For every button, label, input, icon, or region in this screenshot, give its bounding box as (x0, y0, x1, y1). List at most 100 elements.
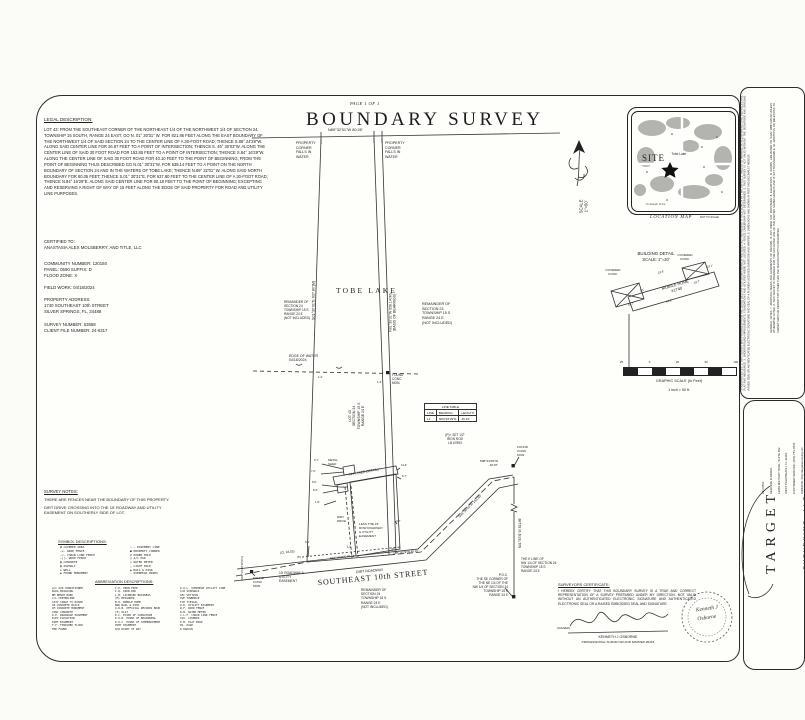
surveyor-signature (569, 611, 669, 627)
map-not-to-scale: NOT TO SCALE (700, 216, 719, 219)
dim-67b: 6.7' (402, 474, 407, 478)
abbreviations-heading: ABBREVIATION DESCRIPTIONS: (95, 580, 154, 584)
found-monument-water: FOUND CONC. MON. (392, 373, 404, 386)
dim-112: 11.2' (401, 463, 407, 467)
scale-tick: 25 (620, 360, 624, 364)
roadway-easement-note: 15' ROADWAY & UTILITY EASEMENT (279, 571, 304, 584)
remainder-note-right: REMAINDER OF SECTION 24 TOWNSHIP 15 S RA… (422, 302, 453, 325)
graphic-scale-ratio: 1 inch = 50 ft. (668, 388, 690, 392)
certified-to-name: ANASTASIA ALEX MOLSBERRY; AND TITLE, LLC (44, 245, 142, 250)
edge-of-water-note: EDGE OF WATER 04/18/2024 (289, 354, 318, 363)
logo-wordmark: TARGET (764, 489, 780, 575)
property-address-label: PROPERTY ADDRESS: (44, 297, 91, 302)
surveyor-certificate-heading: SURVEYORS CERTIFICATE: (558, 582, 610, 587)
survey-note-1: THERE ARE FENCES NEAR THE BOUNDARY OF TH… (44, 497, 170, 502)
surveyor-title: PROFESSIONAL SURVEYOR AND MAPPER #6415 (581, 640, 655, 644)
lot-label: LOT 43 SECTION 24 TOWNSHIP 15 S RANGE 24… (348, 402, 366, 430)
location-map-caption: LOCATION MAP (650, 214, 693, 219)
metal-shed-label: METAL SHED (328, 458, 338, 466)
less-easement-note: LESS THE 15' ROW ROADWAY & UTILITY EASEM… (359, 522, 384, 538)
standard-notes-rotated: STANDARD NOTES: 1. THIS SURVEY WAS PREPA… (740, 95, 751, 391)
scale-tick: 0 (648, 360, 651, 364)
dim-47: 4.7' (396, 519, 401, 523)
abbreviations-col1: A/C AIR CONDITIONER BLDG BUILDING BM BEN… (52, 586, 88, 631)
plat-mark-right: (P) (391, 547, 395, 551)
dim-66: 6.6' (312, 480, 317, 484)
client-file-number: CLIENT FILE NUMBER: 24-6317 (44, 328, 108, 333)
plat-mark-left: (P) (297, 555, 301, 559)
page-number-label: PAGE 1 OF 1 (350, 101, 380, 106)
dirt-drive-label: DIRT DRIVE (337, 515, 347, 523)
covered-conc-right-label: COVERED CONC. (677, 253, 693, 261)
page-title: BOUNDARY SURVEY (306, 109, 544, 130)
site-label: SITE (642, 153, 665, 163)
building-detail-heading: BUILDING DETAIL (637, 251, 675, 256)
notes-strip-border (740, 87, 805, 399)
legal-description-heading: LEGAL DESCRIPTION: (44, 117, 93, 122)
dim-18: 1.8' (315, 500, 320, 504)
general-notes-rotated: GENERAL NOTES: 7. ADJOINING DEEDS AND EA… (770, 103, 780, 333)
offset-dim: 1.2' (318, 375, 323, 379)
company-logo-rotated: TARGET SURVEYING, LLC (743, 476, 805, 588)
community-number: COMMUNITY NUMBER: 120160 (44, 261, 107, 266)
north-boundary-bearing: N89°32'01"W 80.05' (328, 127, 363, 132)
flood-zone: FLOOD ZONE: X (44, 273, 78, 278)
line-table-cell: N84°16'29"E (435, 415, 460, 422)
certified-to-label: CERTIFIED TO: (44, 239, 75, 244)
covered-conc-left-label: COVERED CONC. (605, 268, 621, 276)
graphic-scale-ticks: 25 0 25 50 100 (620, 360, 738, 364)
remainder-note-south: REMAINDER OF SECTION 24 TOWNSHIP 15 S RA… (361, 588, 388, 609)
abbreviations-col3: O.U.L. OVERHEAD UTILITY LINE S/W SIDEWAL… (180, 586, 226, 631)
graphic-scale-bar (623, 367, 737, 376)
symbol-legend-heading: SYMBOL DESCRIPTIONS: (58, 539, 107, 544)
scale-tick: 25 (675, 360, 679, 364)
symbol-legend-col2: – – EASEMENT LINE ● PROPERTY CORNER ⌀ PO… (130, 545, 160, 576)
east-quarter-line-note: THE E LINE OF NW 1/4 OF SECTION 24 TOWNS… (521, 557, 557, 574)
line-l1-tag: L1 (347, 545, 351, 549)
legal-description-body: LOT 43: FROM THE SOUTHEAST CORNER OF THE… (44, 127, 268, 196)
scale-tick: 100 (733, 360, 738, 364)
remainder-note-left: REMAINDER OF SECTION 24 TOWNSHIP 15 S RA… (284, 300, 310, 321)
scale-tick: 50 (704, 360, 708, 364)
line-table-cell: 40.10' (458, 415, 478, 422)
set-iron-rod-note: (P)= SET 1/2" IRON ROD LB #7893 (445, 433, 465, 446)
building-detail-scale: SCALE: 1"=20' (642, 257, 670, 262)
offset-dim: 1.2' (377, 380, 382, 384)
bearing-2687: S88°24'28"W 26.87' (479, 459, 498, 467)
property-address-line2: SILVER SPRINGS, FL, 34488 (44, 309, 102, 314)
survey-note-2: DIRT DRIVE CROSSING INTO THE 15' ROADWAY… (44, 505, 162, 516)
field-work-date: FIELD WORK: 04/18/2024 (44, 285, 95, 290)
west-line-bearing: S01°30'31"E 637.80'(M) (311, 280, 316, 320)
dim-84: 8.4' (313, 488, 318, 492)
surveyor-name: KENNETH J OSBORNE (598, 635, 638, 639)
panel-suffix: PANEL: 0590 SUFFIX: D (44, 267, 92, 272)
symbol-legend-col1: ⊠ COVERED AREA —×— WIRE FENCE —/— CHAIN … (60, 545, 95, 576)
surveyor-certificate-body: I HEREBY CERTIFY THAT THIS BOUNDARY SURV… (558, 589, 696, 606)
logo-swoosh (741, 485, 771, 595)
location-map-inner-frame (630, 110, 736, 212)
map-lake-label: Tobe Lake (671, 152, 687, 157)
drawing-scale-label: SCALE 1"=50' (578, 199, 589, 214)
line-table-cell: L1 (424, 415, 437, 422)
property-corner-right-note: PROPERTY CORNER FALLS IN WATER (385, 141, 405, 159)
east-line-bearing: N01°30'31"W 638.14'(M) (BASIS OF BEARING… (388, 293, 397, 332)
graphic-scale-caption: GRAPHIC SCALE (In Feet) (655, 379, 703, 383)
location-map-frame (627, 107, 739, 215)
bearing-821: N01°30'31"W 821.86' (517, 517, 522, 549)
line-table-row: L1 N84°16'29"E 40.10' (424, 415, 478, 422)
property-address-line1: 1740 SOUTHEAST 10th STREET (44, 303, 109, 308)
found-monument-ne: FOUND CONC. MON. (517, 445, 528, 457)
sheet-border (36, 95, 740, 662)
abbreviations-col2: I.P. IRON PIPE I.R. IRON ROD L.B. LICENS… (115, 586, 161, 631)
map-poi-label: St Joseph of the (646, 203, 666, 206)
property-corner-left-note: PROPERTY CORNER FALLS IN WATER (296, 141, 316, 159)
site-star-icon (660, 161, 679, 178)
dim-53: 5.3' (305, 540, 310, 544)
survey-notes-heading: SURVEY NOTES: (44, 489, 78, 494)
shed-label: SHED (339, 485, 348, 489)
west-centerline-bearing: S84°16'29"W (CL) (240, 555, 245, 581)
survey-number: SURVEY NUMBER: 63558 (44, 322, 96, 327)
lake-name: TOBE LAKE (336, 286, 398, 295)
